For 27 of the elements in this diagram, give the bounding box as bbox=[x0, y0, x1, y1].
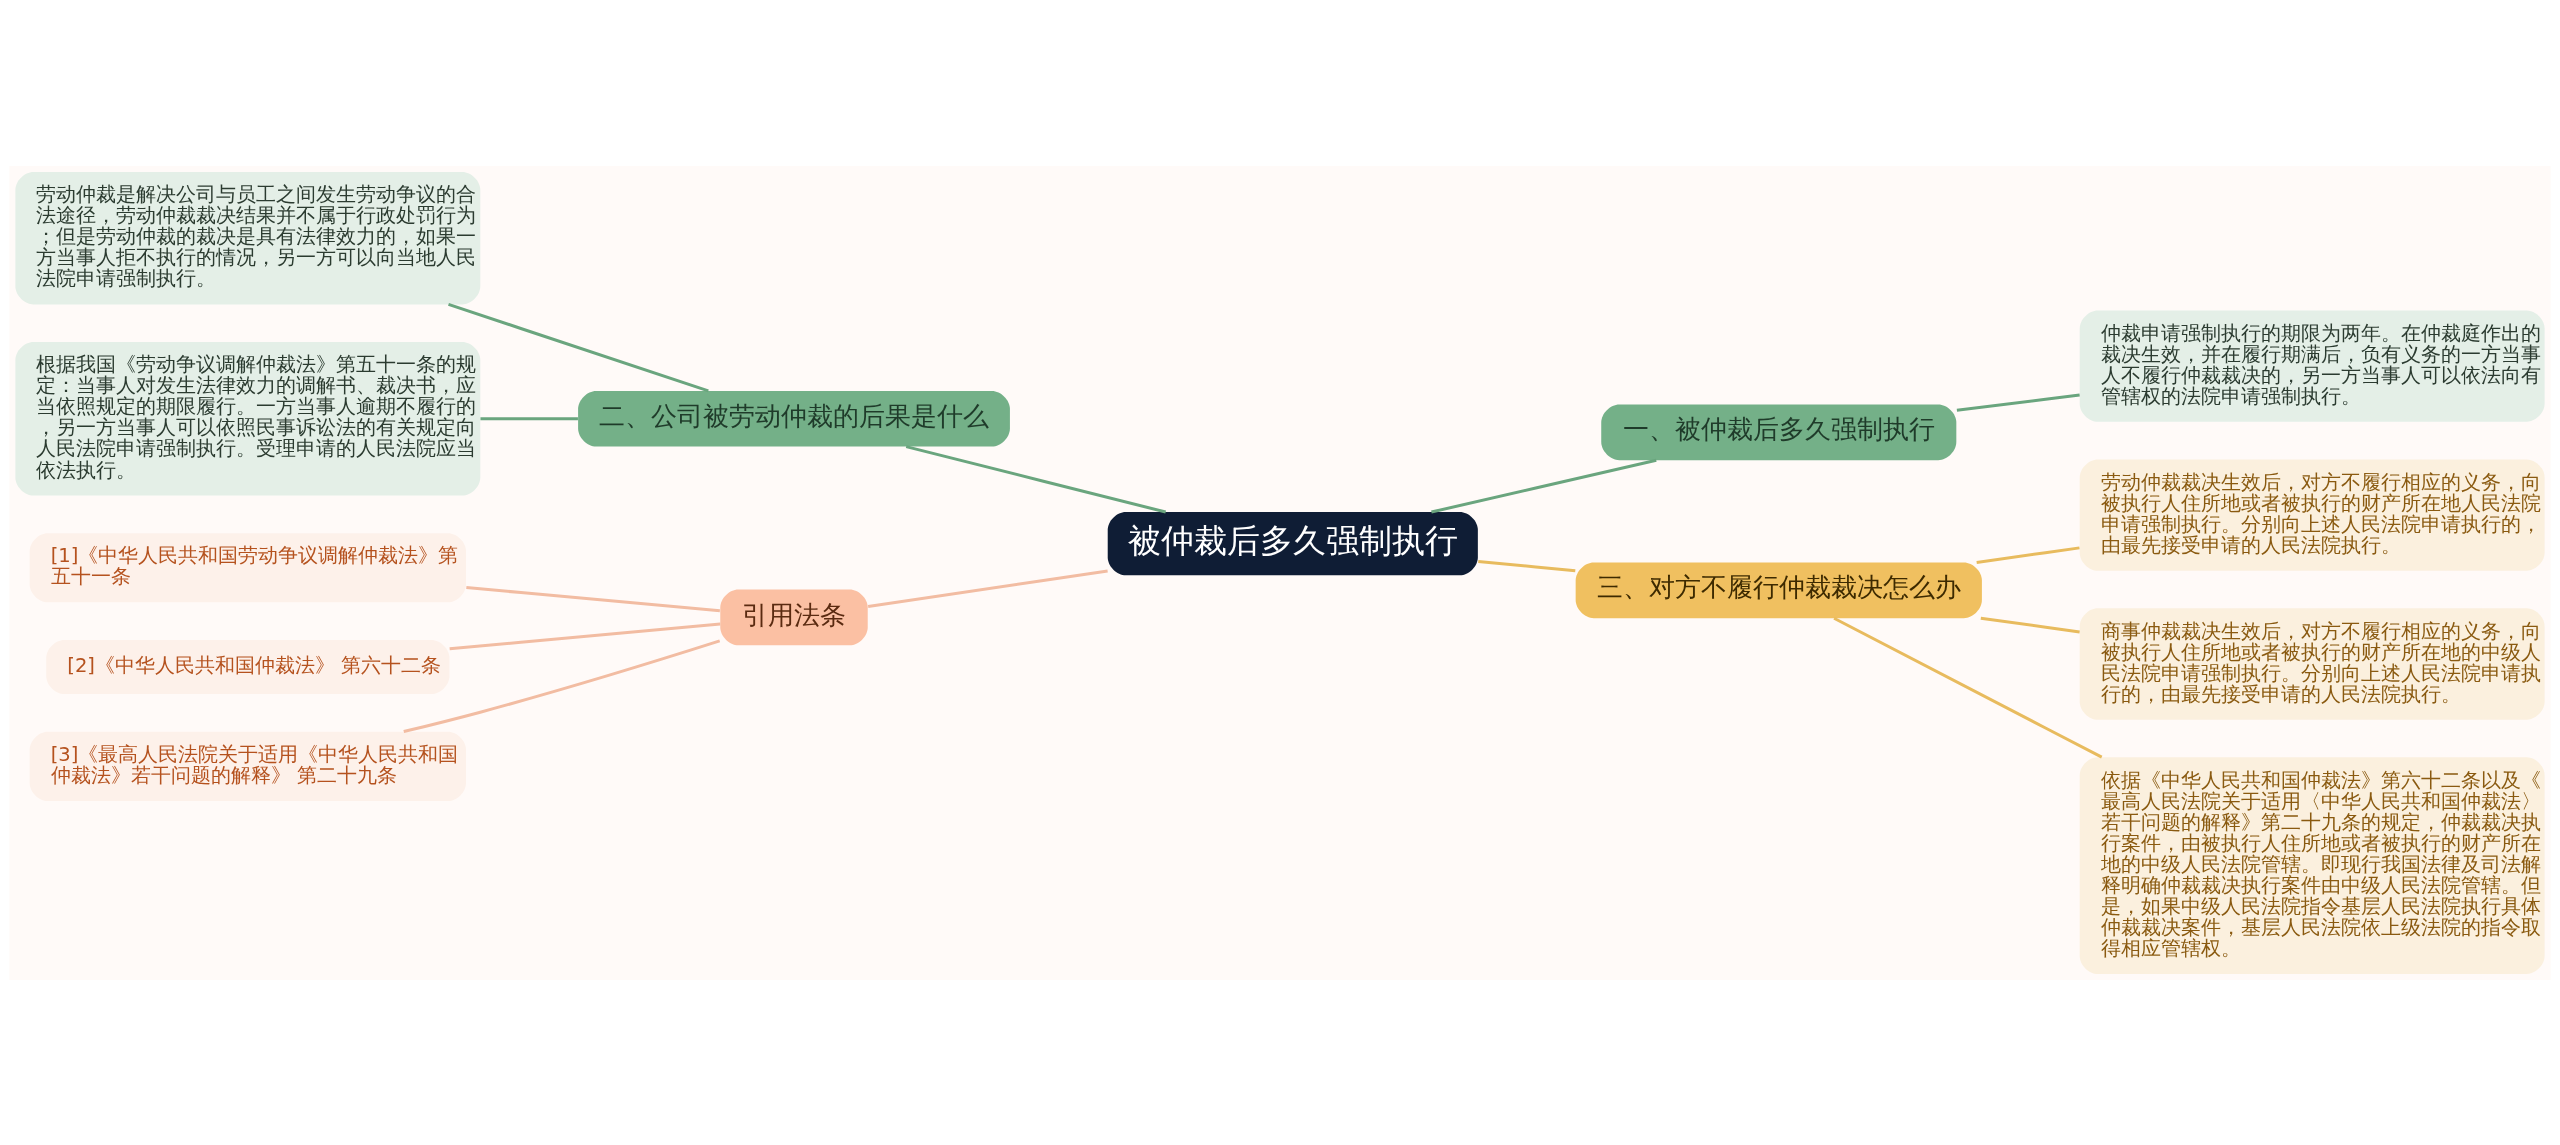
connector bbox=[867, 569, 1108, 608]
connector bbox=[480, 416, 578, 420]
connector bbox=[448, 302, 709, 392]
node-box: 依据《中华人民共和国仲裁法》第六十二条以及《最高人民法院关于适用〈中华人民共和国仲裁法〉若干问题的解释》第二十九条的规定，仲裁裁决执行案件，由被执行人住所地或者被执行的财产所在地的中级人民法院管辖。即现行我国法律及司法解释明确仲裁裁决执行案件由中级人民法院管辖。但是，如果中级人民法院指令基层人民法院执行具体仲裁裁决案件，基层人民法院依上级法院的指令取得相应管辖权。 bbox=[2079, 756, 2545, 974]
connector bbox=[1956, 392, 2080, 412]
node-box: 二、公司被劳动仲裁的后果是什么 bbox=[578, 390, 1010, 447]
node-box: 商事仲裁裁决生效后，对方不履行相应的义务，向被执行人住所地或者被执行的财产所在地的中级人民法院申请强制执行。分别向上述人民法院申请执行的，由最先接受申请的人民法院执行。 bbox=[2079, 607, 2545, 720]
node-box: [2]《中华人民共和国仲裁法》 第六十二条 bbox=[46, 639, 450, 694]
node-box: 引用法条 bbox=[720, 589, 868, 645]
connector bbox=[1980, 616, 2080, 633]
node-box: [1]《中华人民共和国劳动争议调解仲裁法》第五十一条 bbox=[29, 532, 466, 602]
node-box: 劳动仲裁裁决生效后，对方不履行相应的义务，向被执行人住所地或者被执行的财产所在地人民法院申请强制执行。分别向上述人民法院申请执行的，由最先接受申请的人民法院执行。 bbox=[2079, 458, 2545, 571]
connector bbox=[1976, 545, 2080, 564]
connector bbox=[905, 444, 1167, 513]
connector bbox=[403, 639, 721, 733]
connector bbox=[449, 622, 721, 650]
connector bbox=[1478, 559, 1576, 572]
connector bbox=[466, 585, 720, 612]
connector bbox=[1833, 616, 2103, 758]
connector bbox=[1431, 458, 1657, 513]
node-box: [3]《最高人民法院关于适用《中华人民共和国仲裁法》若干问题的解释》 第二十九条 bbox=[29, 731, 466, 801]
node-box: 一、被仲裁后多久强制执行 bbox=[1601, 404, 1957, 460]
node-box: 劳动仲裁是解决公司与员工之间发生劳动争议的合法途径，劳动仲裁裁决结果并不属于行政处罚行为；但是劳动仲裁的裁决是具有法律效力的，如果一方当事人拒不执行的情况，另一方可以向当地人民法院申请强制执行。 bbox=[15, 171, 481, 304]
node-box: 仲裁申请强制执行的期限为两年。在仲裁庭作出的裁决生效，并在履行期满后，负有义务的一方当事人不履行仲裁裁决的，另一方当事人可以依法向有管辖权的法院申请强制执行。 bbox=[2079, 309, 2545, 422]
node-box: 被仲裁后多久强制执行 bbox=[1107, 511, 1478, 575]
node-box: 三、对方不履行仲裁裁决怎么办 bbox=[1575, 561, 1982, 618]
node-box: 根据我国《劳动争议调解仲裁法》第五十一条的规定：当事人对发生法律效力的调解书、裁决书，应当依照规定的期限履行。一方当事人逾期不履行的，另一方当事人可以依照民事诉讼法的有关规定向人民法院申请强制执行。受理申请的人民法院应当依法执行。 bbox=[15, 341, 481, 495]
